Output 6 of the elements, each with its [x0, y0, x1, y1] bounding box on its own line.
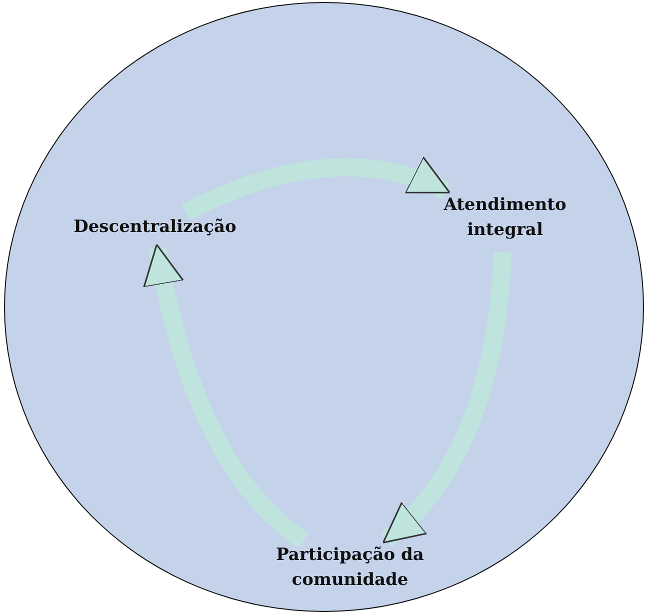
- node-label: Participação da comunidade: [255, 543, 445, 599]
- curved-arrow: [182, 157, 450, 220]
- node-label: Atendimento integral: [425, 193, 585, 249]
- node-label: Descentralização: [55, 215, 255, 245]
- curved-arrow: [380, 252, 512, 547]
- curved-arrow: [144, 244, 310, 548]
